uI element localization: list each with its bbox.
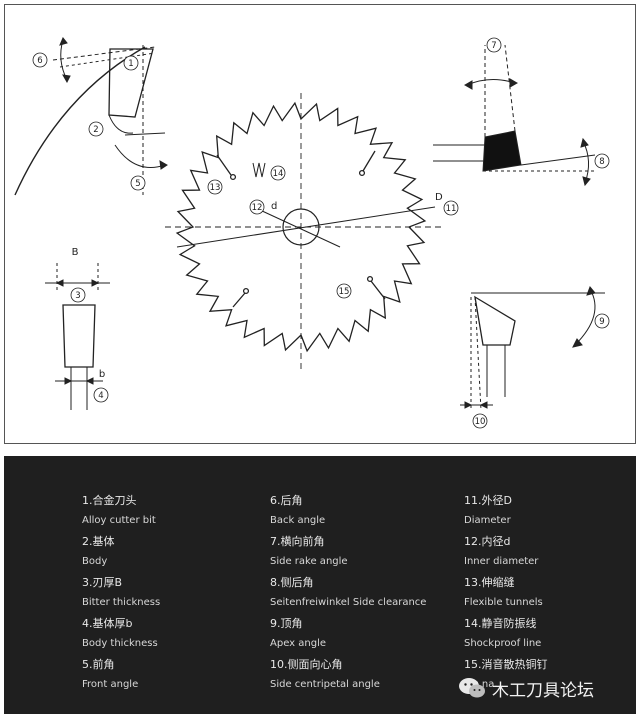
front-angle-arc [114,144,166,168]
legend-item-11: 11.外径D Diameter [464,494,512,528]
legend-item-zh: 2.基体 [82,535,115,548]
legend-item-zh: 4.基体厚b [82,617,133,630]
callout-6: 6 [37,56,42,66]
legend-item-en: Seitenfreiwinkel Side clearance [270,597,427,608]
legend-item-zh: 5.前角 [82,658,115,671]
legend-item-en: Back angle [270,515,326,526]
diagram-panel: 1 2 5 6 B 3 b 4 [4,4,636,444]
side-rake-arc [466,79,516,86]
callout-7: 7 [491,41,496,51]
legend-item-zh: 10.侧面向心角 [270,658,343,671]
legend-item-en: Diameter [464,515,511,526]
callout-3: 3 [75,291,80,301]
legend-item-2: 2.基体 Body [82,535,115,569]
legend-item-zh: 15.消音散热铜钉 [464,658,548,671]
callout-4: 4 [98,391,103,401]
legend-item-zh: 1.合金刀头 [82,494,137,507]
legend-item-4: 4.基体厚b Body thickness [82,617,158,651]
legend-item-en: Apex angle [270,638,327,649]
watermark: 木工刀具论坛 [458,668,634,708]
legend-item-zh: 12.内径d [464,535,511,548]
legend-item-5: 5.前角 Front angle [82,658,138,692]
legend-item-en: ...s na... [464,679,504,690]
callout-14: 14 [273,169,284,179]
legend-item-zh: 14.静音防振线 [464,617,537,630]
tooth-side-rake-view [433,44,596,187]
legend-item-8: 8.侧后角 Seitenfreiwinkel Side clearance [270,576,426,610]
legend-item-zh: 8.侧后角 [270,576,314,589]
legend-item-en: Alloy cutter bit [82,515,156,526]
legend-item-6: 6.后角 Back angle [270,494,325,528]
legend-item-zh: 6.后角 [270,494,303,507]
shockproof-line [252,162,266,178]
legend-item-zh: 3.刃厚B [82,576,123,589]
callout-11: 11 [446,204,457,214]
legend-item-12: 12.内径d Inner diameter [464,535,538,569]
callout-12: 12 [252,203,263,213]
apex-angle-arc [574,288,596,346]
legend-item-en: Side centripetal angle [270,679,380,690]
blade-arc [14,46,146,196]
tooth-apex-outline [474,295,516,346]
back-angle-arc [60,39,68,81]
letter-b: b [99,369,105,380]
legend-item-en: Front angle [82,679,139,690]
legend-item-10: 10.侧面向心角 Side centripetal angle [270,658,380,692]
side-clearance-arc [582,140,589,184]
watermark-text: 木工刀具论坛 [492,680,594,701]
legend-item-14: 14.静音防振线 Shockproof line [464,617,541,651]
legend-item-en: Shockproof line [464,638,542,649]
legend-panel: 1.合金刀头 Alloy cutter bit 2.基体 Body 3.刃厚B … [4,456,636,714]
diameter-line [176,206,436,248]
callout-8: 8 [599,157,604,167]
legend-item-en: Flexible tunnels [464,597,543,608]
tooth-apex-view [460,286,605,411]
legend-item-en: Bitter thickness [82,597,161,608]
letter-B: B [72,247,79,258]
legend-item-9: 9.顶角 Apex angle [270,617,326,651]
legend-item-en: Body [82,556,108,567]
legend-item-zh: 13.伸缩缝 [464,576,515,589]
legend-item-15: 15.消音散热铜钉 ...s na... [464,658,548,692]
legend-item-zh: 7.横向前角 [270,535,325,548]
legend-item-zh: 11.外径D [464,494,512,507]
tooth-top-section [482,130,522,172]
saw-blade [165,93,445,370]
callout-2: 2 [93,125,98,135]
tooth-gullet [108,114,134,134]
legend-item-1: 1.合金刀头 Alloy cutter bit [82,494,156,528]
legend-item-3: 3.刃厚B Bitter thickness [82,576,160,610]
expansion-slots [216,150,386,308]
legend-item-en: Body thickness [82,638,158,649]
wechat-icon [459,678,485,698]
arbor-hole [282,208,320,246]
letter-d: d [271,201,277,212]
inner-diameter-line [259,209,341,248]
callout-13: 13 [210,183,221,193]
legend-item-7: 7.横向前角 Side rake angle [270,535,348,569]
callout-1: 1 [128,59,133,69]
legend-item-en: Inner diameter [464,556,539,567]
letter-D: D [435,192,443,203]
callout-9: 9 [599,317,604,327]
saw-blade-diagram: 1 2 5 6 B 3 b 4 [14,37,610,429]
callout-10: 10 [475,417,486,427]
tooth-bit-outline [62,304,96,368]
legend-item-zh: 9.顶角 [270,617,303,630]
callout-15: 15 [339,287,350,297]
legend-item-13: 13.伸缩缝 Flexible tunnels [464,576,543,610]
callout-5: 5 [135,179,140,189]
tooth-thickness-view [45,263,110,410]
legend-item-en: Side rake angle [270,556,348,567]
